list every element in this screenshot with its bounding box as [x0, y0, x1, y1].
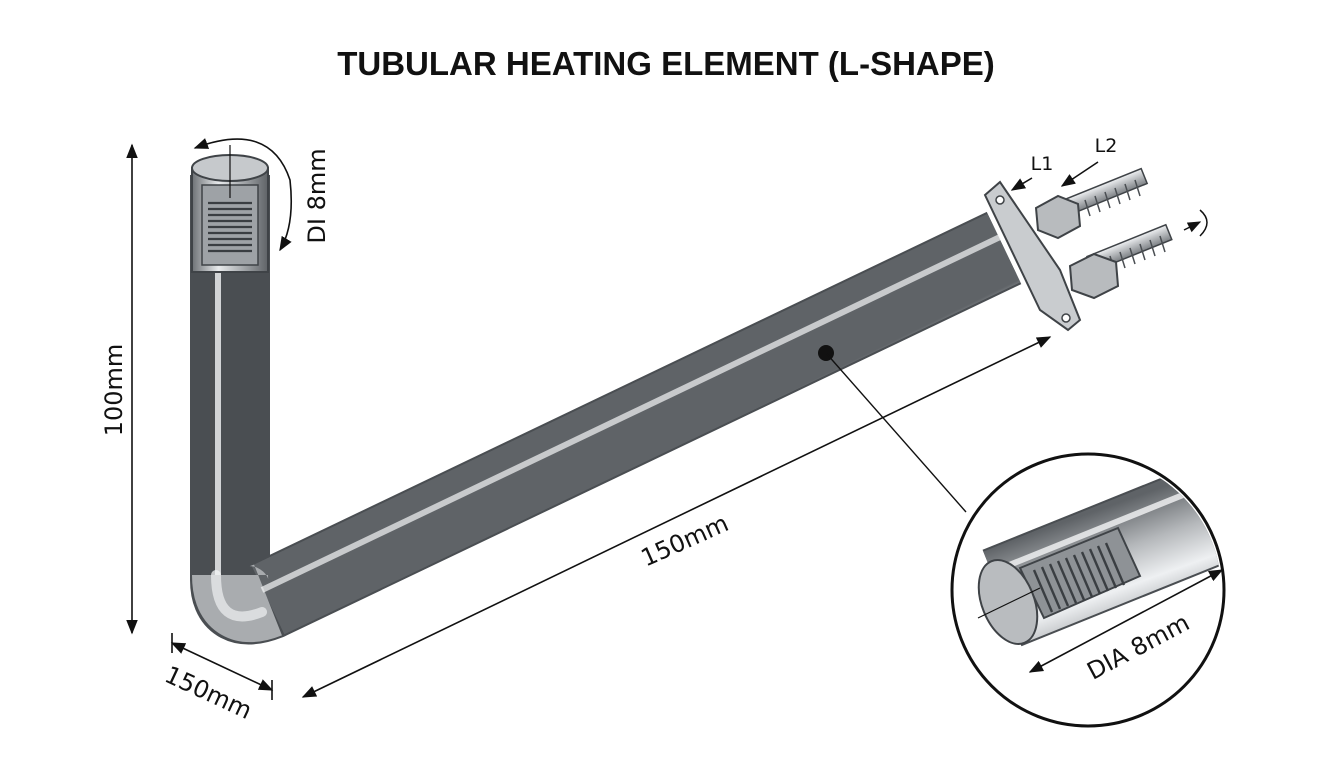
terminal-label-l2: L2 [1095, 135, 1118, 157]
terminal-assembly [983, 167, 1208, 332]
dim-label-bend: 150mm [161, 660, 257, 725]
dim-label-end-diameter: DI 8mm [303, 148, 331, 243]
terminal-label-l1: L1 [1031, 153, 1054, 175]
detail-view [950, 452, 1226, 728]
dim-label-horizontal: 150mm [637, 509, 733, 572]
dim-label-vertical: 100mm [100, 344, 128, 437]
tube-end-cutaway [191, 145, 269, 273]
bolt-thread-upper [1084, 179, 1141, 217]
diagram-title: TUBULAR HEATING ELEMENT (L-SHAPE) [337, 45, 995, 82]
dimension-lines [126, 138, 1099, 700]
detail-callout [818, 345, 967, 513]
tube-body [190, 175, 1022, 645]
